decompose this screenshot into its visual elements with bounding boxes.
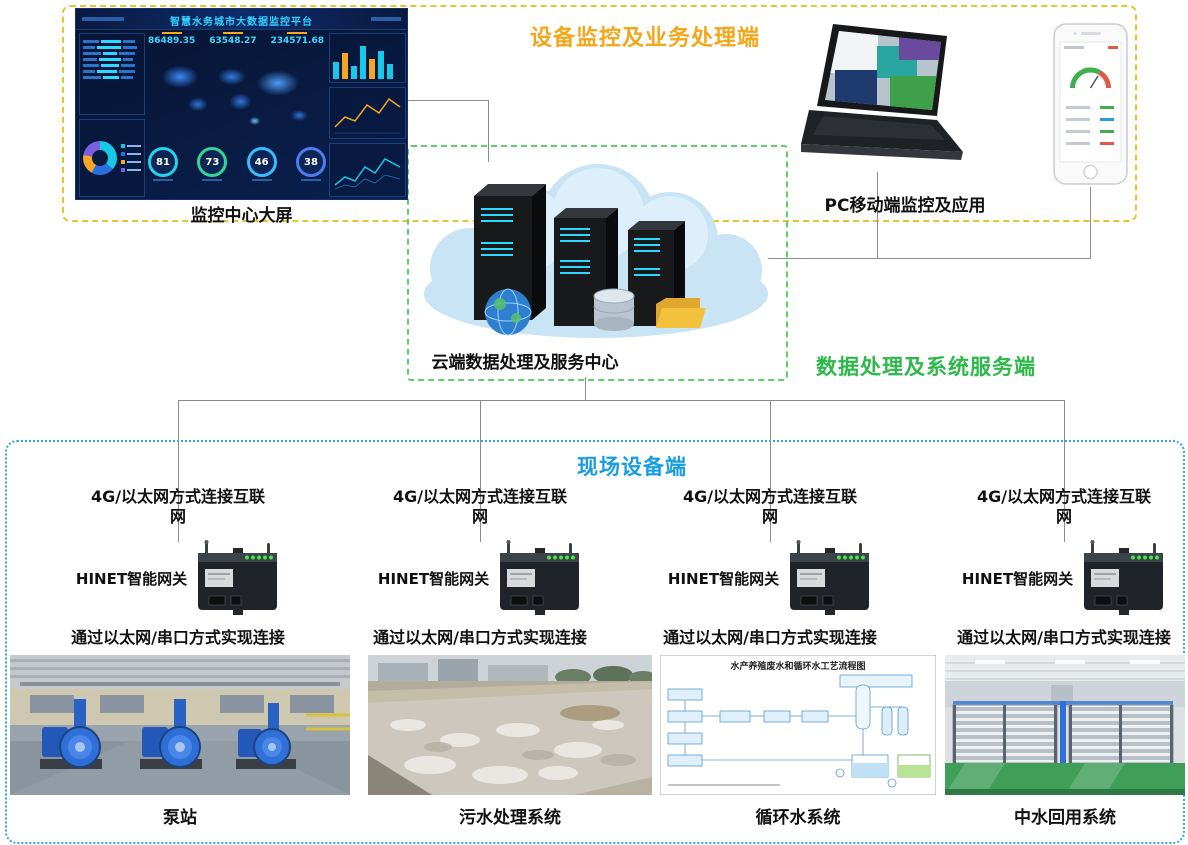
serial-connect-label-4: 通过以太网/串口方式实现连接 [957,628,1171,647]
site-caption-1: 泵站 [163,808,197,828]
dashboard-date-deco [82,17,124,21]
gauge: 38 [295,147,326,181]
serial-connect-label-1: 通过以太网/串口方式实现连接 [71,628,285,647]
sewage-treatment-photo [368,655,652,795]
net-connect-label-4: 4G/以太网方式连接互联网 [976,487,1152,526]
phone-icon [1053,23,1128,185]
connector-drop-col2 [480,400,481,542]
connector-line-monitor-to-cloud-h [408,100,488,101]
serial-connect-label-3: 通过以太网/串口方式实现连接 [663,628,877,647]
gauge: 46 [246,147,277,181]
gateway-device-icon [198,540,278,615]
connector-drop-col4 [1064,400,1065,542]
gateway-group-1: HINET智能网关 [55,538,301,618]
site-caption-4: 中水回用系统 [1014,808,1116,828]
cloud-caption: 云端数据处理及服务中心 [431,353,619,373]
pump-station-photo [10,655,350,795]
dashboard-header-icons [371,17,401,21]
donut-chart [83,141,117,175]
zone-label-cloud-service: 数据处理及系统服务端 [816,355,1036,379]
dashboard-title: 智慧水务城市大数据监控平台 [170,17,313,28]
dashboard-bar-chart-panel [329,33,406,83]
gateway-group-3: HINET智能网关 [647,538,893,618]
dashboard-kpi-row: 86489.35 63548.27 234571.68 [148,32,324,46]
kpi-value: 86489.35 [148,32,195,46]
connector-bus-horizontal [178,400,1065,401]
cloud-service-zone-frame [407,145,788,381]
monitor-caption: 监控中心大屏 [190,206,293,226]
gateway-device-icon [790,540,870,615]
net-connect-label-2: 4G/以太网方式连接互联网 [392,487,568,526]
gateway-label-2: HINET智能网关 [377,569,490,588]
connector-line-phone-v [1090,187,1091,258]
kpi-value: 63548.27 [209,32,257,46]
dashboard-trend-panel [329,143,406,197]
kpi-value: 234571.68 [270,32,324,46]
serial-connect-label-2: 通过以太网/串口方式实现连接 [373,628,587,647]
connector-drop-col1 [178,400,179,542]
gateway-label-3: HINET智能网关 [667,569,780,588]
gateway-label-1: HINET智能网关 [75,569,188,588]
reclaimed-water-photo [945,655,1185,795]
flow-diagram-title: 水产养殖废水和循环水工艺流程图 [730,660,865,672]
gateway-device-icon [500,540,580,615]
zone-label-monitor-business: 设备监控及业务处理端 [529,26,760,51]
connector-line-cloud-to-clients-h [768,258,1091,259]
net-connect-label-3: 4G/以太网方式连接互联网 [682,487,858,526]
field-device-zone-frame [5,440,1185,844]
dashboard-header: 智慧水务城市大数据监控平台 [76,9,407,30]
connector-drop-col3 [770,400,771,542]
line-chart-orange [334,97,401,134]
connector-line-cloud-down [585,377,586,400]
dashboard-gauge-row: 81 73 46 38 [148,147,326,181]
gauge: 73 [197,147,228,181]
site-caption-3: 循环水系统 [755,808,841,828]
pc-mobile-caption: PC移动端监控及应用 [824,196,986,216]
connector-line-laptop-v [877,172,878,258]
gateway-group-2: HINET智能网关 [357,538,603,618]
zone-label-field-devices: 现场设备端 [577,455,687,479]
gauge: 81 [148,147,178,181]
circulating-water-diagram-photo: 水产养殖废水和循环水工艺流程图 [660,655,936,795]
gateway-device-icon [1084,540,1164,615]
site-caption-2: 污水处理系统 [459,808,561,828]
laptop-icon [801,24,963,160]
dashboard-line-chart-panel [329,87,406,139]
monitor-center-dashboard: 智慧水务城市大数据监控平台 86489.35 63548.27 234571.6… [75,8,408,200]
net-connect-label-1: 4G/以太网方式连接互联网 [90,487,266,526]
gateway-group-4: HINET智能网关 [941,538,1187,618]
dashboard-table-panel [79,33,145,115]
line-chart-cyan [334,158,401,190]
gateway-label-4: HINET智能网关 [961,569,1074,588]
connector-line-monitor-to-cloud-v [488,100,489,162]
dashboard-world-map [148,51,326,143]
cloud-servers-icon [424,164,768,338]
dashboard-donut-panel [79,119,145,197]
donut-legend [121,144,141,172]
